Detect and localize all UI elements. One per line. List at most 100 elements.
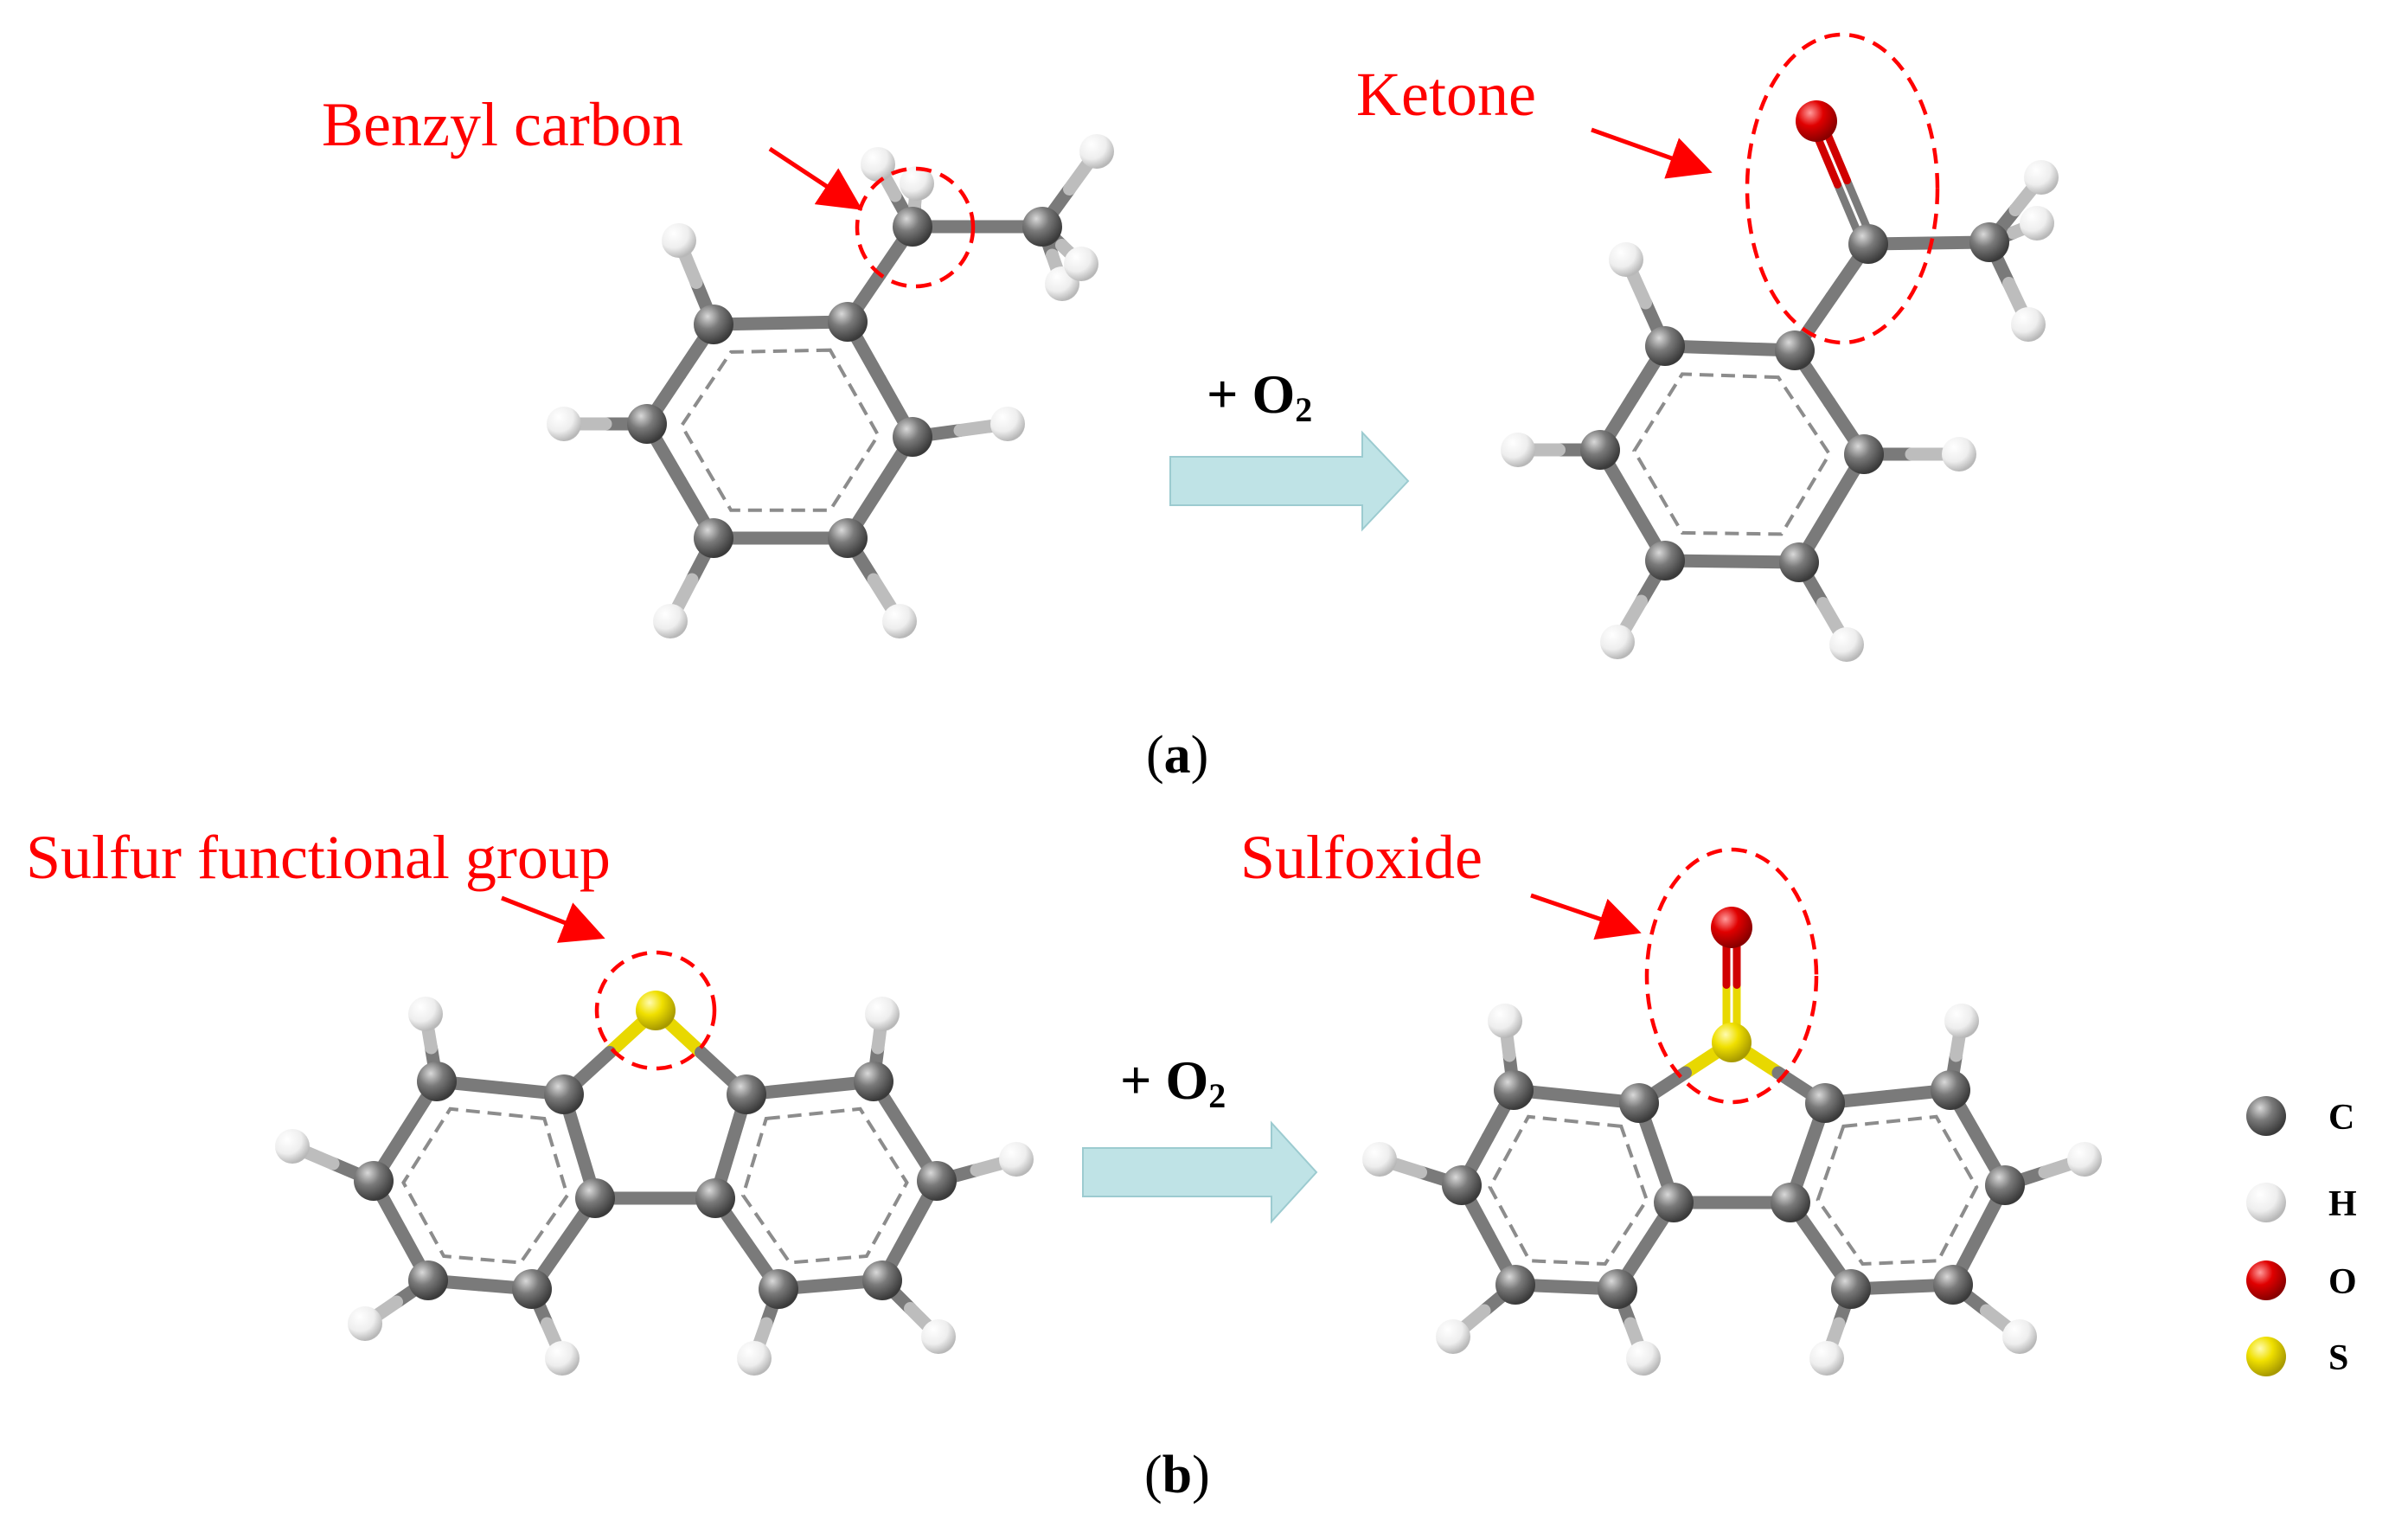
carbon-atom	[1805, 1083, 1845, 1123]
legend-sulfur-swatch	[2246, 1337, 2286, 1376]
carbon-atom	[893, 207, 932, 247]
hydrogen-atom	[2011, 307, 2046, 342]
carbon-atom	[862, 1260, 902, 1300]
benzyl-carbon-pointer	[768, 146, 863, 210]
hydrogen-atom	[1488, 1004, 1522, 1038]
hydrogen-atom	[545, 1341, 580, 1376]
panel-a: Benzyl carbon Ketone + O2 (a)	[322, 32, 2059, 785]
hydrogen-atom	[653, 604, 688, 638]
sulfur-group-highlight	[594, 950, 717, 1071]
hydrogen-atom	[1609, 242, 1643, 277]
hydrogen-atom	[2020, 206, 2054, 241]
hydrogen-atom	[990, 407, 1025, 441]
hydrogen-atom	[1829, 627, 1864, 662]
hydrogen-atom	[865, 997, 900, 1031]
carbon-atom	[512, 1269, 552, 1309]
ketone-pointer	[1591, 127, 1713, 179]
panel-b: Sulfur functional group Sulfoxide + O2 (…	[26, 823, 2102, 1504]
carbon-atom	[408, 1260, 448, 1300]
carbon-atom	[1022, 207, 1062, 247]
carbon-atom	[1848, 224, 1888, 264]
carbon-atom	[854, 1062, 893, 1101]
hydrogen-atom	[2067, 1142, 2102, 1177]
carbon-atom	[759, 1269, 798, 1309]
sulfur-functional-group-label: Sulfur functional group	[26, 823, 611, 892]
aromatic-ring	[1632, 372, 1832, 536]
legend-hydrogen-label: H	[2328, 1184, 2357, 1224]
sulfoxide-highlight	[1644, 847, 1819, 1105]
carbon-atom	[828, 518, 868, 558]
hydrogen-atom	[1626, 1341, 1661, 1376]
carbon-atom	[1619, 1083, 1659, 1123]
carbon-atom	[1645, 326, 1685, 366]
carbon-atom	[1969, 222, 2009, 262]
hydrogen-atom	[1809, 1341, 1844, 1376]
carbon-atom	[1831, 1269, 1871, 1309]
aromatic-ring	[1816, 1114, 1979, 1267]
panel-a-label: (a)	[1146, 726, 1208, 785]
hydrogen-atom	[1436, 1319, 1470, 1354]
legend-carbon-label: C	[2328, 1098, 2354, 1138]
carbon-atom	[1771, 1183, 1810, 1222]
carbon-atom	[727, 1074, 766, 1114]
hydrogen-atom	[1079, 134, 1114, 169]
aromatic-ring	[740, 1106, 909, 1265]
hydrogen-atom	[547, 407, 581, 441]
carbon-atom	[893, 417, 932, 457]
oxygen-atom	[1711, 907, 1752, 948]
sulfur-group-pointer	[501, 895, 605, 943]
carbon-atom	[694, 305, 733, 344]
hydrogen-atom	[408, 997, 443, 1031]
carbon-atom	[417, 1062, 457, 1101]
hydrogen-atom	[1942, 437, 1976, 471]
carbon-atom	[695, 1178, 735, 1218]
carbon-atom	[354, 1161, 394, 1201]
reagent-o2-b: + O2	[1120, 1049, 1226, 1115]
benzyl-carbon-highlight	[855, 166, 976, 289]
hydrogen-atom	[1362, 1142, 1397, 1177]
carbon-atom	[1775, 330, 1815, 370]
carbon-atom	[1495, 1265, 1535, 1305]
carbon-atom	[627, 404, 667, 444]
hydrogen-atom	[1064, 247, 1098, 281]
reaction-arrow-b	[1082, 1120, 1318, 1224]
oxygen-atom	[1796, 100, 1837, 142]
ethylbenzene-molecule	[547, 134, 1114, 638]
hydrogen-atom	[1501, 433, 1535, 467]
carbon-atom	[1442, 1165, 1482, 1205]
sulfur-atom	[636, 991, 676, 1030]
benzyl-carbon-label: Benzyl carbon	[322, 90, 683, 159]
hydrogen-atom	[275, 1129, 310, 1164]
hydrogen-atom	[2002, 1319, 2037, 1354]
aromatic-ring	[401, 1106, 570, 1265]
legend-sulfur-label: S	[2328, 1338, 2348, 1378]
aromatic-ring	[1488, 1114, 1649, 1267]
hydrogen-atom	[900, 166, 934, 201]
hydrogen-atom	[999, 1142, 1034, 1177]
hydrogen-atom	[1600, 625, 1635, 659]
panel-b-label: (b)	[1144, 1446, 1210, 1504]
legend-hydrogen-swatch	[2246, 1183, 2286, 1222]
acetophenone-molecule	[1501, 100, 2059, 662]
hydrogen-atom	[348, 1306, 382, 1341]
carbon-atom	[1844, 434, 1884, 474]
legend-carbon-swatch	[2246, 1096, 2286, 1136]
carbon-atom	[1645, 541, 1685, 580]
hydrogen-atom	[882, 604, 917, 638]
carbon-atom	[828, 302, 868, 342]
reagent-o2-a: + O2	[1207, 363, 1312, 429]
dibenzothiophene-molecule	[275, 991, 1034, 1376]
carbon-atom	[1494, 1070, 1534, 1110]
sulfoxide-label: Sulfoxide	[1240, 823, 1483, 892]
sulfur-atom	[1712, 1023, 1752, 1062]
carbon-atom	[1598, 1269, 1637, 1309]
carbon-atom	[1779, 542, 1819, 582]
atom-legend: C H O S	[2246, 1096, 2357, 1378]
carbon-atom	[1933, 1265, 1973, 1305]
carbon-atom	[1985, 1165, 2025, 1205]
hydrogen-atom	[737, 1341, 772, 1376]
carbon-atom	[917, 1161, 957, 1201]
hydrogen-atom	[662, 223, 696, 258]
carbon-atom	[694, 518, 733, 558]
aromatic-ring	[679, 348, 881, 512]
